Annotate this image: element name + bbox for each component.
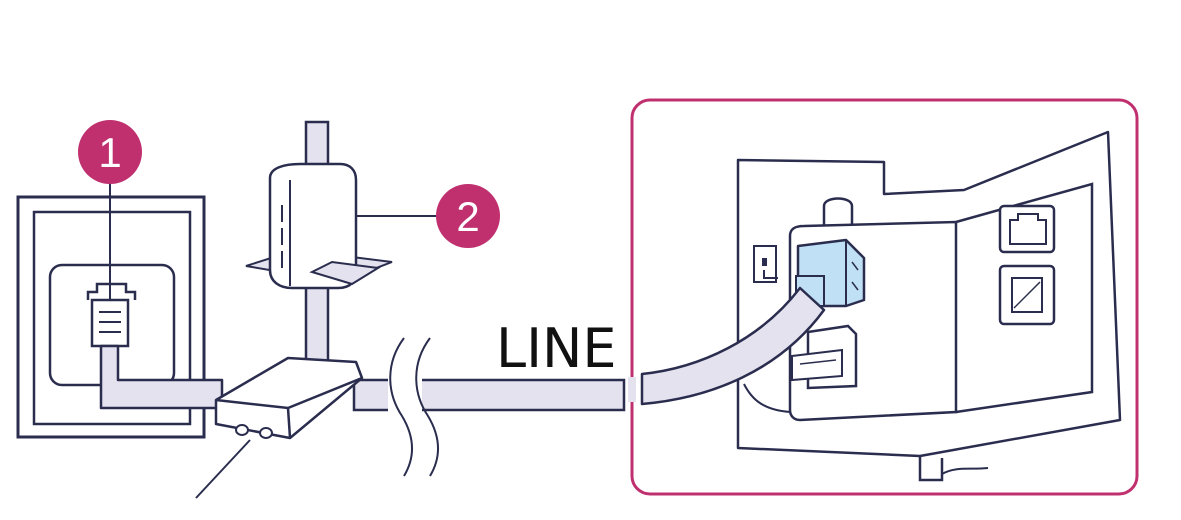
line-cable — [352, 337, 626, 477]
callout-2-badge: 2 — [436, 184, 500, 248]
ethernet-port-icon — [998, 204, 1056, 254]
callout-1-badge: 1 — [78, 120, 142, 184]
dsl-filter-icon — [195, 356, 364, 499]
callout-1-label: 1 — [98, 129, 121, 176]
ext-port-icon — [791, 324, 858, 390]
tablet-icon — [245, 162, 393, 290]
printer-cable-end — [640, 286, 826, 406]
wall-to-filter-cable — [99, 344, 224, 410]
line-cable-label: LINE — [496, 317, 617, 380]
usb-port-icon — [998, 264, 1056, 326]
callout-2-label: 2 — [456, 193, 479, 240]
printer-zoom-panel — [628, 98, 1139, 496]
